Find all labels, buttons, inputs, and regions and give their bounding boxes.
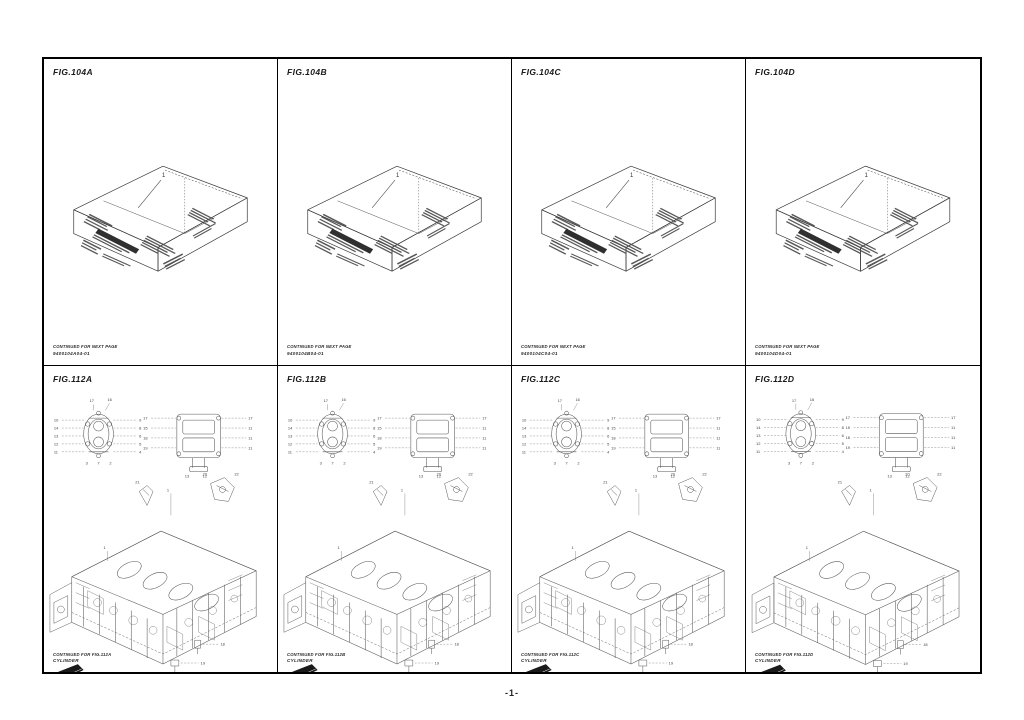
figure-cell-104c[interactable]: FIG.104C CONTINUED FOR NEXT PAGE 9400104… [512,59,746,366]
figure-caption: CONTINUED FOR FIG.112A CYLINDER [53,652,111,665]
figure-label: FIG.104D [755,67,796,77]
caption-line-1: CONTINUED FOR NEXT PAGE [755,344,820,350]
carton-illustration [278,59,511,365]
caption-line-1: CONTINUED FOR NEXT PAGE [53,344,118,350]
caption-line-1: CONTINUED FOR NEXT PAGE [287,344,352,350]
figure-caption: CONTINUED FOR FIG.112C CYLINDER [521,652,579,665]
caption-line-2: 9400104B04-01 [287,350,324,356]
caption-line-1: CONTINUED FOR FIG.112B [287,651,346,657]
caption-line-2: 9400104A04-01 [53,350,90,356]
caption-line-2: CYLINDER [53,658,79,664]
figure-label: FIG.112C [521,373,561,384]
figure-caption: CONTINUED FOR NEXT PAGE 9400104D04-01 [755,344,820,357]
figure-cell-104b[interactable]: FIG.104B CONTINUED FOR NEXT PAGE 9400104… [278,59,512,366]
crankcase-illustration [746,366,980,672]
caption-line-1: CONTINUED FOR FIG.112D [755,651,814,657]
caption-line-2: 9400104D04-01 [755,350,792,356]
caption-line-1: CONTINUED FOR FIG.112A [53,651,112,657]
caption-line-1: CONTINUED FOR FIG.112C [521,651,580,657]
figure-caption: CONTINUED FOR NEXT PAGE 9400104C04-01 [521,344,586,357]
carton-illustration [512,59,745,365]
figure-label: FIG.104C [521,67,562,77]
carton-illustration [44,59,277,365]
caption-line-2: CYLINDER [755,658,781,664]
figure-label: FIG.104A [53,67,94,77]
caption-line-2: CYLINDER [287,658,313,664]
figure-label: FIG.112A [53,373,93,384]
figure-grid: FIG.104A CONTINUED FOR NEXT PAGE 9400104… [42,57,982,674]
figure-label: FIG.104B [287,67,328,77]
figure-cell-104a[interactable]: FIG.104A CONTINUED FOR NEXT PAGE 9400104… [44,59,278,366]
figure-label: FIG.112D [755,373,795,384]
figure-caption: CONTINUED FOR FIG.112D CYLINDER [755,652,813,665]
figure-cell-112b[interactable]: FIG.112B CONTINUED FOR FIG.112B CYLINDER [278,365,512,672]
caption-line-2: CYLINDER [521,658,547,664]
page-number: -1- [505,688,519,698]
crankcase-illustration [512,366,745,672]
figure-cell-112a[interactable]: FIG.112A CONTINUED FOR FIG.112A CYLINDER [44,365,278,672]
figure-caption: CONTINUED FOR NEXT PAGE 9400104B04-01 [287,344,352,357]
figure-label: FIG.112B [287,373,327,384]
figure-caption: CONTINUED FOR NEXT PAGE 9400104A04-01 [53,344,118,357]
crankcase-illustration [278,366,511,672]
figure-cell-112d[interactable]: FIG.112D CONTINUED FOR FIG.112D CYLINDER [746,365,980,672]
figure-cell-112c[interactable]: FIG.112C CONTINUED FOR FIG.112C CYLINDER [512,365,746,672]
caption-line-2: 9400104C04-01 [521,350,558,356]
caption-line-1: CONTINUED FOR NEXT PAGE [521,344,586,350]
crankcase-illustration [44,366,277,672]
figure-caption: CONTINUED FOR FIG.112B CYLINDER [287,652,345,665]
figure-cell-104d[interactable]: FIG.104D CONTINUED FOR NEXT PAGE 9400104… [746,59,980,366]
carton-illustration [746,59,980,365]
